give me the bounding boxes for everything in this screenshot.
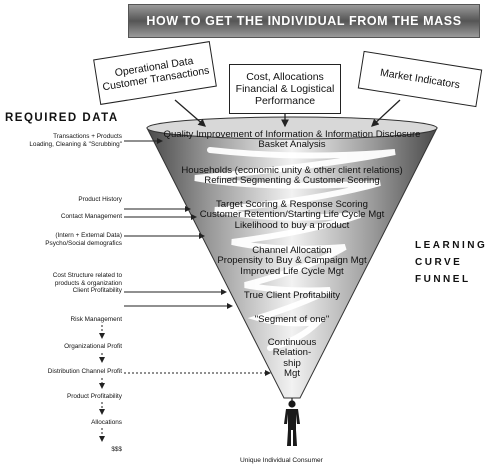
funnel-stage-line: Continuous [267, 337, 317, 348]
funnel-stage-line: Quality Improvement of Information & Inf… [163, 129, 421, 140]
required-data-line: Cost Structure related to [52, 272, 122, 279]
required-data-line: Risk Management [70, 316, 122, 323]
funnel-stage: Quality Improvement of Information & Inf… [142, 129, 442, 151]
funnel-swirl [194, 147, 396, 351]
funnel-stage-line: Refined Segmenting & Customer Scoring [204, 175, 380, 187]
required-data-item: Cost Structure related to products & org… [53, 272, 122, 295]
required-data-line: $$$ [111, 446, 122, 453]
funnel-stage: Continuous Relation- ship Mgt [142, 337, 442, 380]
required-data-line: Organizational Profit [64, 343, 122, 350]
required-data-item: Product History [78, 196, 122, 204]
arrow-left-box [174, 99, 206, 127]
side-label-line: LEARNING [415, 240, 488, 251]
required-data-arrows [124, 138, 271, 376]
required-data-line: Product History [78, 196, 122, 203]
consumer-figure-icon [284, 400, 300, 446]
funnel-stage-line: True Client Profitability [243, 290, 341, 301]
required-data-line: Distribution Channel Profit [47, 368, 122, 375]
funnel-stage-line: Mgt [284, 368, 300, 380]
consumer-label: Unique Individual Consumer [240, 457, 323, 464]
required-data-line: Allocations [91, 419, 122, 426]
cost-allocations-box: Cost, Allocations Financial & Logistical… [229, 64, 341, 114]
required-data-item: Contact Management [61, 213, 122, 221]
side-label-line: FUNNEL [415, 274, 471, 285]
side-label-line: CURVE [415, 257, 463, 268]
funnel-stage-line: Improved Life Cycle Mgt [240, 265, 344, 277]
funnel-stage: True Client Profitability [142, 290, 442, 301]
box-text: Cost, Allocations [246, 71, 324, 83]
funnel-stage: "Segment of one" [142, 314, 442, 325]
required-data-item: Distribution Channel Profit [48, 368, 122, 376]
arrow-right-box [371, 99, 401, 127]
funnel-stage-line: Channel Allocation [252, 245, 332, 256]
funnel-stage-line: Customer Retention/Starting Life Cycle M… [199, 209, 385, 221]
required-data-item: Risk Management [70, 316, 122, 324]
funnel-stage: Channel Allocation Propensity to Buy & C… [142, 245, 442, 277]
required-data-item: Transactions + Products Loading, Cleanin… [29, 133, 122, 148]
box-text: Financial & Logistical [235, 83, 335, 95]
required-data-line: (Intern + External Data) [55, 232, 122, 239]
required-data-line: Contact Management [60, 213, 122, 220]
diagram-title: HOW TO GET THE INDIVIDUAL FROM THE MASS [128, 4, 480, 38]
funnel-stage: Target Scoring & Response Scoring Custom… [142, 199, 442, 231]
funnel-stage-line: "Segment of one" [254, 314, 330, 325]
required-data-item: $$$ [111, 446, 122, 454]
required-data-line: Transactions + Products [53, 133, 122, 140]
funnel-stage-line: Propensity to Buy & Campaign Mgt [217, 255, 367, 267]
required-data-item: Allocations [91, 419, 122, 427]
funnel-stage-line: Target Scoring & Response Scoring [216, 199, 368, 210]
funnel-stage: Households (economic unity & other clien… [142, 165, 442, 187]
required-data-line: products & organization [54, 279, 122, 287]
box-text: Market Indicators [379, 66, 461, 92]
required-data-line: Client Profitability [72, 287, 122, 295]
funnel-stage-line: Households (economic unity & other clien… [181, 165, 403, 176]
funnel-stage-line: Likelihood to buy a product [234, 219, 350, 231]
funnel-stage-line: Basket Analysis [258, 139, 326, 151]
funnel-stage-line: Relation- [272, 347, 312, 359]
required-data-item: Organizational Profit [64, 343, 122, 351]
funnel-stage-line: ship [283, 357, 301, 369]
funnel-rim [146, 116, 438, 140]
required-data-line: Psycho/Social demografics [45, 239, 122, 247]
required-data-line: Loading, Cleaning & "Scrubbing" [29, 140, 122, 148]
required-data-item: Product Profitability [67, 393, 122, 401]
box-text: Performance [254, 95, 316, 107]
required-data-title: REQUIRED DATA [5, 112, 119, 124]
required-data-line: Product Profitability [66, 393, 122, 400]
required-data-item: (Intern + External Data) Psycho/Social d… [45, 232, 122, 247]
